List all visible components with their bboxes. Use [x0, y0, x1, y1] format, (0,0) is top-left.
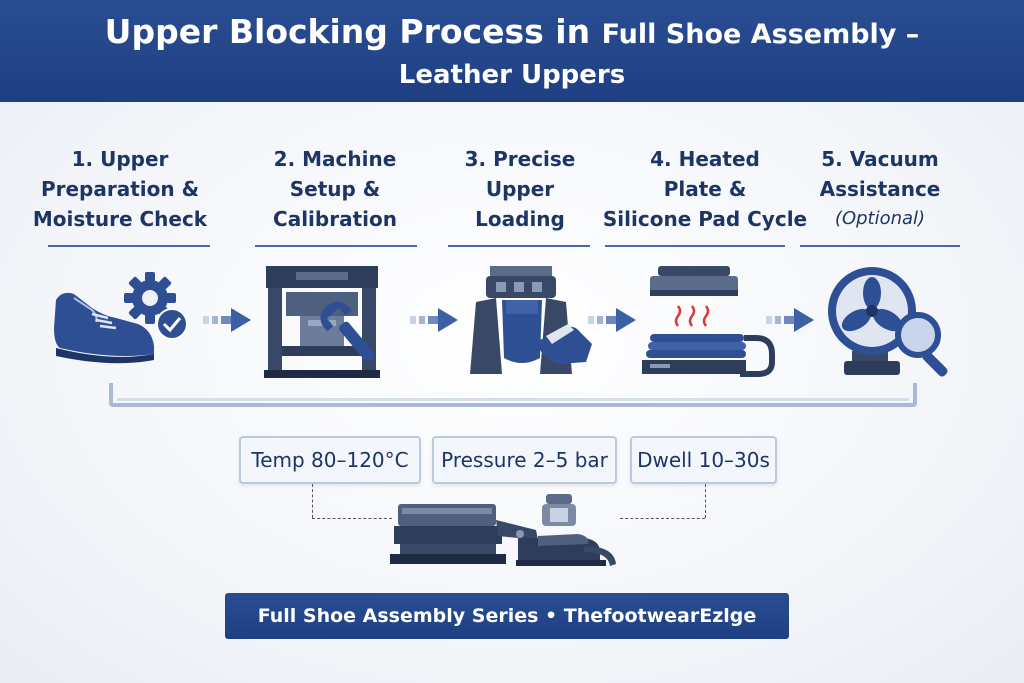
shoe-gear-check-icon — [54, 272, 188, 364]
page-title: Upper Blocking Process in Full Shoe Asse… — [0, 12, 1024, 55]
step-4-title: 4. Heated Plate & Silicone Pad Cycle — [595, 144, 815, 234]
param-dwell: Dwell 10–30s — [630, 436, 777, 484]
step-3-title: 3. Precise Upper Loading — [430, 144, 610, 234]
blocking-press-icon — [390, 494, 616, 566]
param-temperature: Temp 80–120°C — [239, 436, 421, 484]
connector-line — [312, 484, 313, 518]
step-1-title: 1. Upper Preparation & Moisture Check — [30, 144, 210, 234]
machine-wrench-icon — [264, 266, 380, 378]
arrow-right-icon — [588, 308, 636, 332]
step-4-line-3: Silicone Pad Cycle — [602, 207, 808, 231]
header-banner: Upper Blocking Process in Full Shoe Asse… — [0, 0, 1024, 102]
connector-line — [705, 484, 706, 518]
step-4-line-1: 4. Heated — [650, 147, 760, 171]
arrow-right-icon — [203, 308, 251, 332]
step-4-line-2: Plate & — [663, 177, 747, 201]
step-2-line-2: Setup & — [289, 177, 381, 201]
title-main: Upper Blocking Process in — [104, 12, 591, 51]
footer-banner: Full Shoe Assembly Series • ThefootwearE… — [225, 593, 789, 639]
step-5-title: 5. Vacuum Assistance (Optional) — [790, 144, 970, 234]
param-pressure: Pressure 2–5 bar — [432, 436, 617, 484]
step-3-underline — [448, 245, 590, 247]
arrow-right-icon — [766, 308, 814, 332]
step-2-title: 2. Machine Setup & Calibration — [245, 144, 425, 234]
page-subtitle: Leather Uppers — [398, 60, 626, 90]
step-1-line-3: Moisture Check — [32, 207, 208, 231]
step-1-underline — [48, 245, 210, 247]
upper-loading-icon — [470, 266, 592, 374]
step-5-line-1: 5. Vacuum — [821, 147, 939, 171]
step-1-line-1: 1. Upper — [71, 147, 169, 171]
vacuum-fan-magnifier-icon — [828, 267, 948, 377]
process-bracket — [109, 383, 917, 407]
step-2-underline — [255, 245, 417, 247]
process-bracket-inner — [117, 398, 909, 401]
step-5-underline — [800, 245, 960, 247]
connector-line — [312, 518, 392, 519]
step-2-line-1: 2. Machine — [273, 147, 397, 171]
arrow-right-icon — [410, 308, 458, 332]
step-3-line-3: Loading — [475, 207, 565, 231]
title-secondary: Full Shoe Assembly – — [601, 19, 920, 50]
step-1-line-2: Preparation & — [40, 177, 200, 201]
step-4-underline — [605, 245, 785, 247]
step-3-line-1: 3. Precise — [464, 147, 576, 171]
connector-line — [620, 518, 705, 519]
step-3-line-2: Upper — [485, 177, 555, 201]
step-5-line-3: (Optional) — [834, 208, 926, 229]
step-5-line-2: Assistance — [819, 177, 941, 201]
heated-plate-icon — [642, 266, 775, 377]
step-2-line-3: Calibration — [273, 207, 397, 231]
